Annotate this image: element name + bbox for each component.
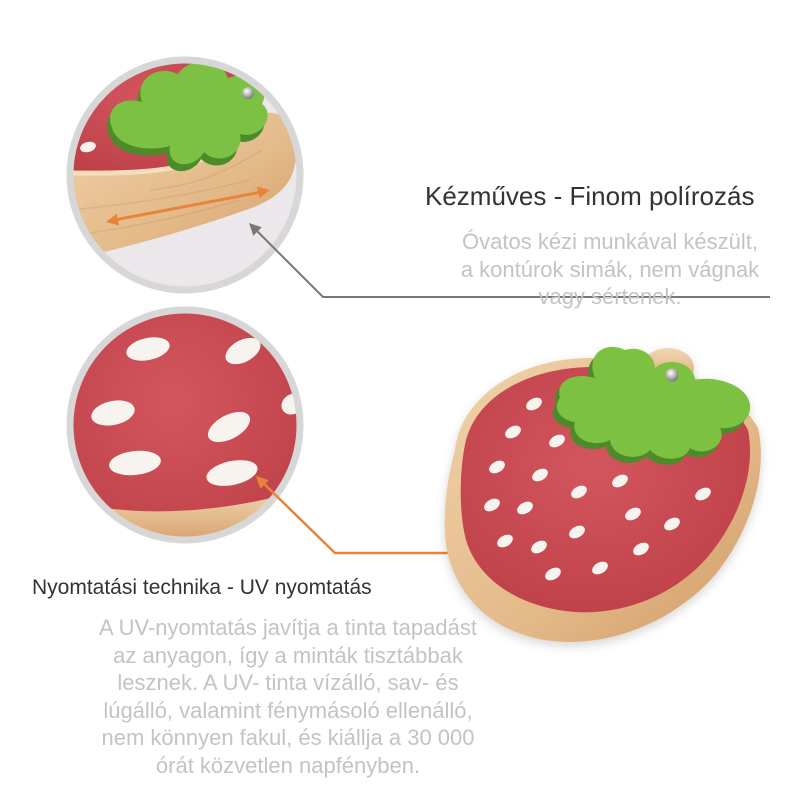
seed [505, 425, 521, 439]
zoom-circle-border [66, 306, 304, 544]
description-line: A UV-nyomtatás javítja a tinta tapadást [99, 615, 477, 640]
zoom-photo-wood-edge [73, 63, 297, 287]
feature-title-polishing: Kézműves - Finom polírozás [425, 181, 755, 211]
description-line: órát közvetlen napfényben. [155, 752, 421, 778]
seed [109, 450, 161, 476]
seed [497, 534, 513, 548]
seed [531, 540, 547, 554]
feature-description-uv-printing: A UV-nyomtatás javítja a tinta tapadást … [58, 614, 518, 780]
seed [549, 434, 565, 448]
seed [633, 542, 649, 556]
zoom-circle-polish [66, 56, 304, 294]
description-line: nem könnyen fakul, és kiállja a 30 000 [101, 725, 475, 751]
seed [664, 517, 680, 531]
seed [484, 498, 500, 512]
seed [532, 468, 548, 482]
description-line: a kontúrok simák, nem vágnak [460, 256, 760, 282]
seed [571, 485, 587, 499]
seed [206, 460, 258, 486]
seed [489, 460, 505, 474]
seed [569, 525, 585, 539]
seed [91, 400, 135, 426]
connector-arrowhead-icon [249, 223, 262, 236]
zoom-circle-print [66, 306, 304, 544]
arrowhead-right-icon [257, 186, 270, 199]
seed [281, 393, 297, 415]
connector-arrowhead-icon [256, 476, 269, 489]
seed [695, 487, 711, 501]
double-arrow-shaft [116, 191, 260, 221]
zoom-photo-printed-surface [73, 313, 297, 537]
seed [207, 411, 251, 443]
description-line: vagy sértenek. [538, 284, 682, 310]
zoom-circle-border [66, 56, 304, 294]
metal-grommet [242, 87, 254, 99]
description-line: lesznek. A UV- tinta vízálló, sav- és [117, 670, 459, 696]
description-line: Óvatos kézi munkával készült, [462, 229, 758, 254]
seed [517, 501, 533, 515]
description-line: az anyagon, így a minták tisztábbak [113, 642, 463, 668]
seed [612, 474, 628, 488]
feature-description-polishing: Óvatos kézi munkával készült, a kontúrok… [430, 228, 790, 311]
strawberry-toy [444, 346, 761, 642]
description-line: lúgálló, valamint fénymásoló ellenálló, [103, 697, 473, 723]
connector-line [263, 483, 496, 555]
seed [80, 141, 96, 153]
connector-line [256, 230, 770, 298]
seed [592, 561, 608, 575]
seed [126, 337, 170, 361]
felt-leaf [556, 346, 751, 459]
metal-grommet [665, 368, 679, 382]
wood-grain [73, 149, 263, 236]
feature-title-uv-printing: Nyomtatási technika - UV nyomtatás [32, 576, 372, 599]
connector-polish [249, 223, 770, 298]
connector-print [256, 476, 496, 555]
arrowhead-left-icon [106, 213, 119, 226]
wood-body [73, 112, 297, 262]
seed [225, 337, 261, 365]
double-arrow-icon [106, 186, 270, 226]
felt-leaf [110, 63, 268, 165]
seed [625, 507, 641, 521]
seed [526, 397, 542, 411]
strawberry-seeds [484, 397, 711, 581]
seed [545, 567, 561, 581]
